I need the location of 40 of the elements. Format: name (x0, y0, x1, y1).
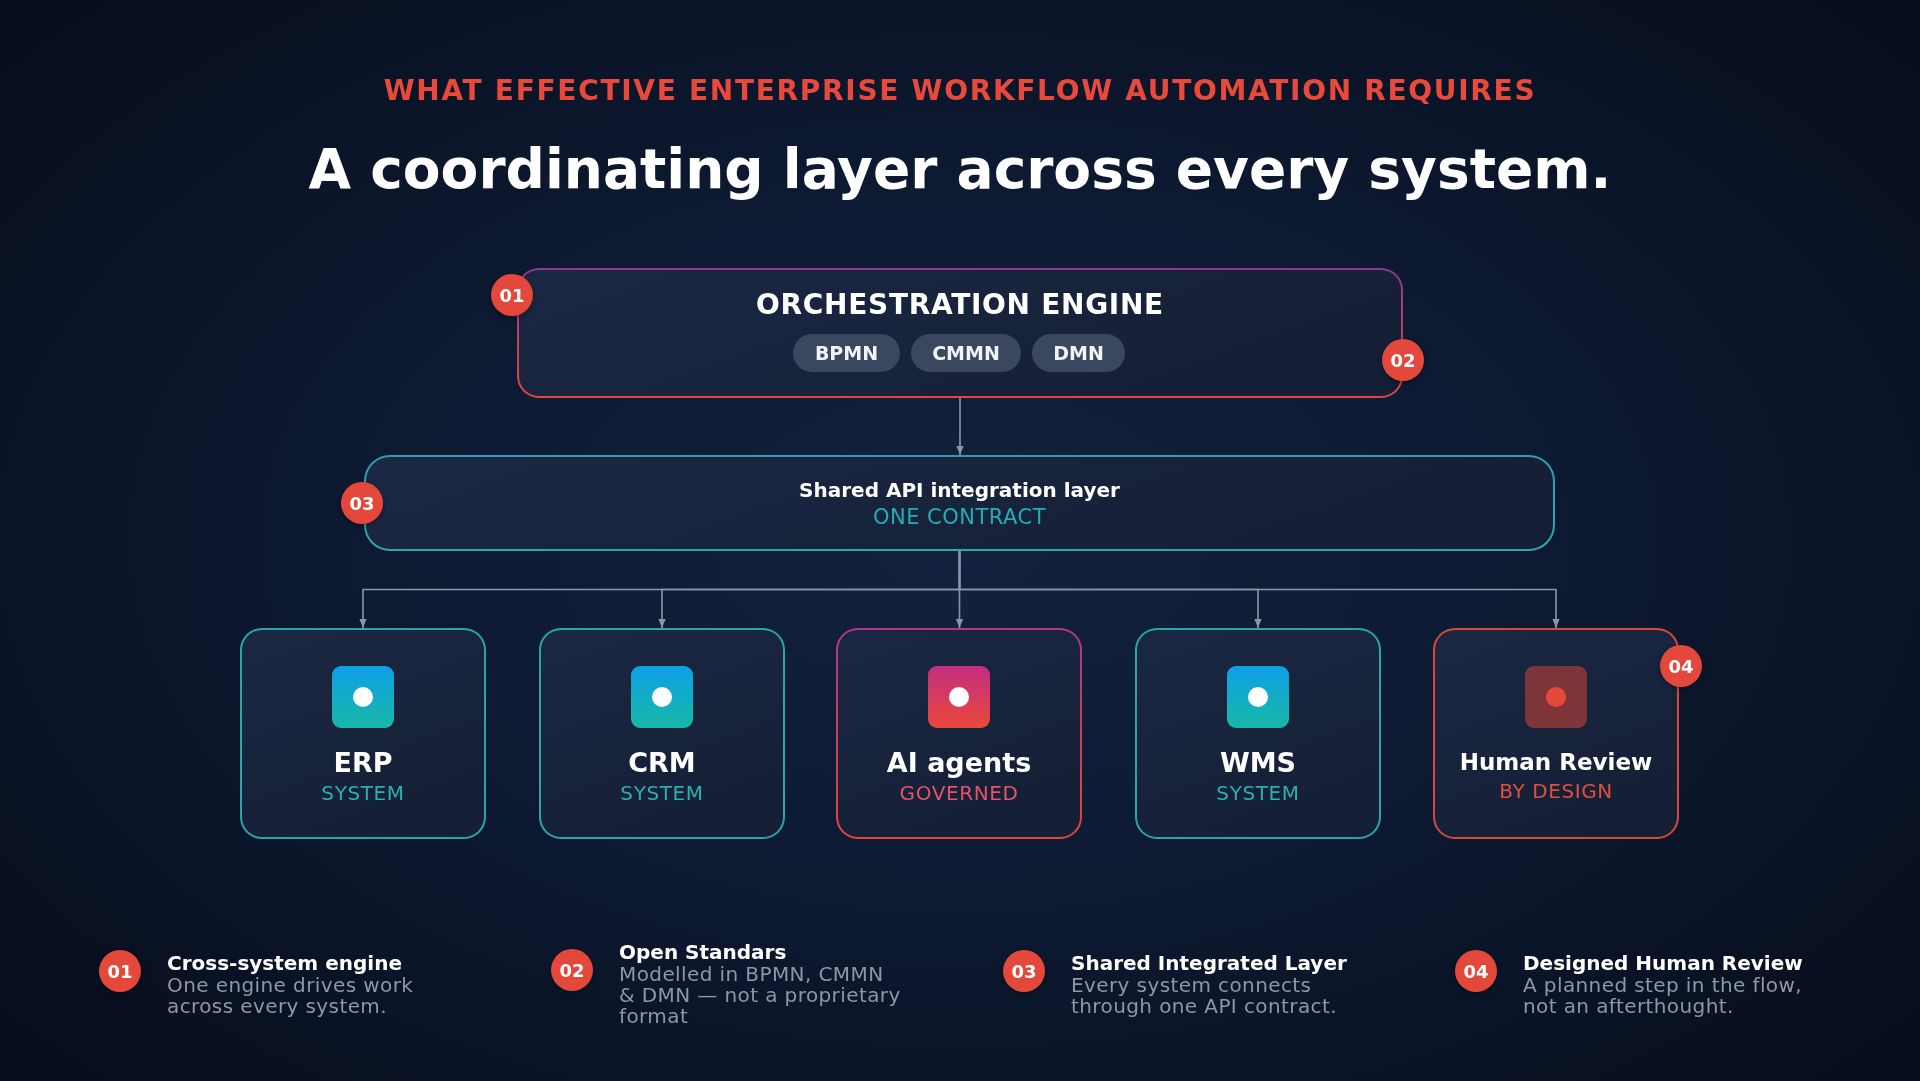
system-title: WMS (1219, 747, 1297, 779)
number-badge: 03 (1003, 950, 1045, 992)
standard-tag: DMN (1032, 334, 1125, 372)
item-description: One engine drives work across every system. (167, 975, 415, 1017)
standard-tag: CMMN (911, 334, 1021, 372)
system-card (539, 628, 785, 839)
item-heading: Cross-system engine (167, 951, 403, 975)
engine-title: ORCHESTRATION ENGINE (756, 288, 1164, 322)
system-title: AI agents (886, 747, 1032, 779)
item-description: Every system connects through one API contract. (1071, 975, 1337, 1017)
item-description: A planned step in the flow, not an afterthought. (1523, 975, 1803, 1017)
item-heading: Open Standars (619, 939, 788, 964)
system-subtitle: GOVERNED (899, 781, 1019, 805)
system-title: CRM (628, 747, 696, 779)
number-badge: 03 (341, 482, 383, 524)
system-subtitle: SYSTEM (620, 781, 704, 805)
system-subtitle: SYSTEM (1216, 781, 1300, 805)
page-title: A coordinating layer across every system. (308, 136, 1612, 202)
system-title: Human Review (1459, 748, 1653, 776)
item-description: Modelled in BPMN, CMMN & DMN — not a proprietary format (619, 963, 902, 1027)
system-card (240, 628, 486, 839)
number-badge: 01 (99, 950, 141, 992)
standard-tag: BPMN (793, 334, 900, 372)
item-heading: Shared Integrated Layer (1071, 951, 1348, 975)
system-card (836, 628, 1082, 839)
system-subtitle: BY DESIGN (1499, 779, 1613, 803)
layer-title: Shared API integration layer (799, 477, 1120, 503)
number-badge: 02 (1382, 339, 1424, 381)
kicker-text: WHAT EFFECTIVE ENTERPRISE WORKFLOW AUTOMATION REQUIRES (383, 74, 1537, 108)
layer-subtitle: ONE CONTRACT (872, 504, 1047, 530)
number-badge: 04 (1660, 645, 1702, 687)
system-card (1135, 628, 1381, 839)
item-heading: Designed Human Review (1523, 951, 1804, 975)
system-subtitle: SYSTEM (321, 781, 405, 805)
arrow (956, 397, 964, 456)
number-badge: 02 (551, 949, 593, 991)
number-badge: 01 (491, 274, 533, 316)
arrow (958, 550, 1560, 629)
system-title: ERP (333, 747, 393, 779)
number-badge: 04 (1455, 950, 1497, 992)
